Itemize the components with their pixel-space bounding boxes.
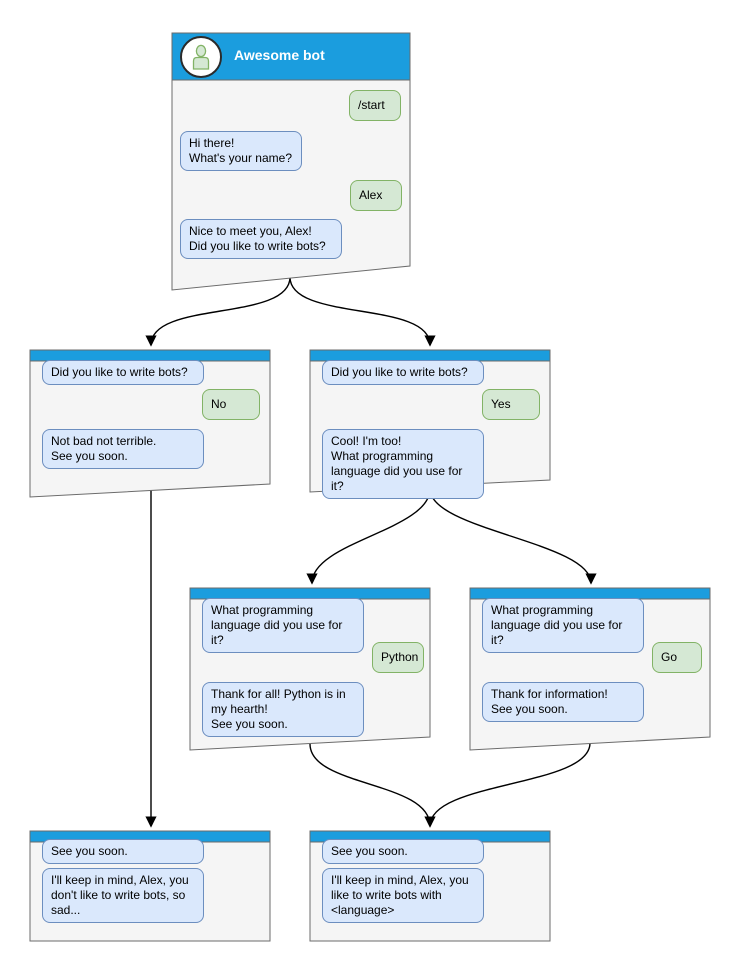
- user-message-bubble: Python: [372, 642, 424, 673]
- bot-title: Awesome bot: [234, 47, 325, 63]
- bot-message-bubble: Thank for all! Python is in my hearth! S…: [202, 682, 364, 737]
- bot-message-bubble: Nice to meet you, Alex! Did you like to …: [180, 219, 342, 259]
- bot-message-bubble: I'll keep in mind, Alex, you like to wri…: [322, 868, 484, 923]
- bot-message-bubble: Hi there! What's your name?: [180, 131, 302, 171]
- person-icon: [192, 44, 210, 70]
- bot-message-bubble: I'll keep in mind, Alex, you don't like …: [42, 868, 204, 923]
- bot-avatar: [180, 36, 222, 78]
- edge-root-to-no-branch: [145, 276, 291, 347]
- bot-message-bubble: Cool! I'm too! What programming language…: [322, 429, 484, 499]
- bot-message-bubble: Did you like to write bots?: [42, 360, 204, 385]
- user-message-bubble: No: [202, 389, 260, 420]
- bot-message-bubble: What programming language did you use fo…: [202, 598, 364, 653]
- bot-message-bubble: See you soon.: [322, 839, 484, 864]
- user-message-bubble: /start: [349, 90, 401, 121]
- bot-message-bubble: Did you like to write bots?: [322, 360, 484, 385]
- edge-root-to-yes-branch: [289, 276, 436, 347]
- bot-message-bubble: What programming language did you use fo…: [482, 598, 644, 653]
- edge-python-branch-to-end-yes: [309, 743, 436, 828]
- user-message-bubble: Alex: [350, 180, 402, 211]
- bot-message-bubble: Thank for information! See you soon.: [482, 682, 644, 722]
- bot-message-bubble: Not bad not terrible. See you soon.: [42, 429, 204, 469]
- edge-yes-branch-to-python-branch: [306, 488, 431, 585]
- edge-go-branch-to-end-yes: [424, 742, 591, 828]
- edge-yes-branch-to-go-branch: [429, 488, 597, 585]
- user-message-bubble: Go: [652, 642, 702, 673]
- user-message-bubble: Yes: [482, 389, 540, 420]
- bot-message-bubble: See you soon.: [42, 839, 204, 864]
